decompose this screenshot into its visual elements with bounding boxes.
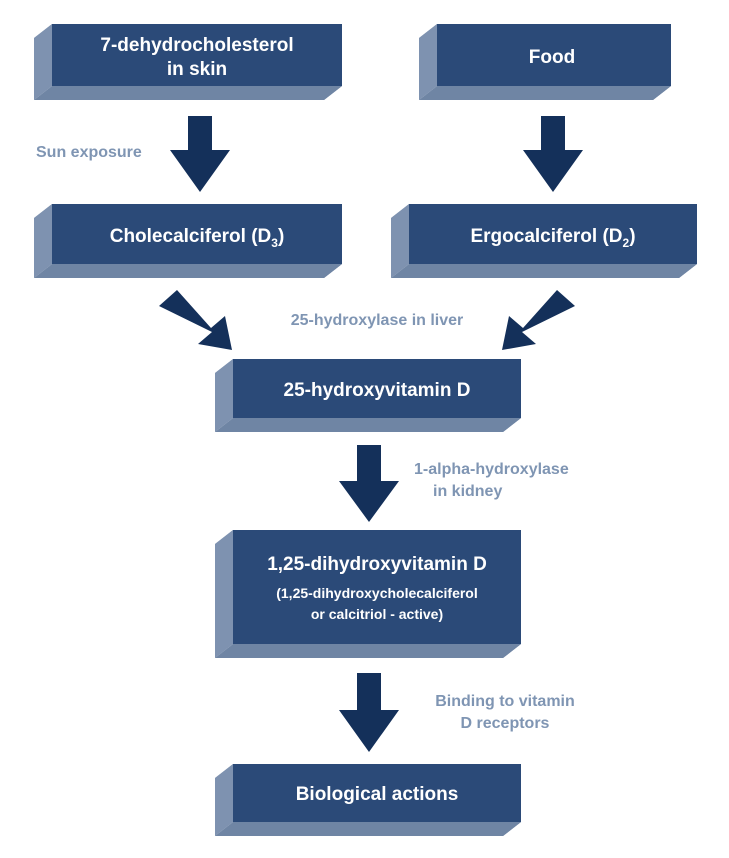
box-cholecalciferol: Cholecalciferol (D3) [34,204,342,278]
label-receptors-line2: D receptors [461,715,550,732]
box-1-25-dihydroxyvitamin-d-label: 1,25-dihydroxyvitamin D [267,554,487,575]
box-1-25-dihydroxyvitamin-d: 1,25-dihydroxyvitamin D (1,25-dihydroxyc… [215,530,521,658]
ergocalciferol-close: ) [629,226,635,247]
arrow-down-right-1 [523,116,583,192]
box-7-dehydrocholesterol: 7-dehydrocholesterol in skin [34,24,342,100]
box-food-label: Food [529,47,575,68]
box-7-dehydrocholesterol-line1: 7-dehydrocholesterol [100,35,293,56]
ergocalciferol-subscript: 2 [623,236,630,250]
arrow-diagonal-right [502,290,575,350]
box-1-25-dihydroxyvitamin-d-note-line1: (1,25-dihydroxycholecalciferol [276,585,478,601]
label-kidney-line2: in kidney [433,483,502,500]
cholecalciferol-subscript: 3 [271,236,278,250]
label-kidney-line1: 1-alpha-hydroxylase [414,461,569,478]
label-liver-enzyme: 25-hydroxylase in liver [291,312,464,329]
cholecalciferol-close: ) [278,226,284,247]
cholecalciferol-text: Cholecalciferol (D [110,226,272,247]
box-7-dehydrocholesterol-line2: in skin [167,59,227,80]
box-biological-actions-label: Biological actions [296,784,459,805]
box-25-hydroxyvitamin-d: 25-hydroxyvitamin D [215,359,521,432]
box-food: Food [419,24,671,100]
box-1-25-dihydroxyvitamin-d-note-line2: or calcitriol - active) [311,606,443,622]
ergocalciferol-text: Ergocalciferol (D [470,226,622,247]
arrow-down-left-1 [170,116,230,192]
label-sun-exposure: Sun exposure [36,144,142,161]
box-cholecalciferol-label: Cholecalciferol (D3) [110,226,285,250]
label-receptors-line1: Binding to vitamin [435,693,575,710]
arrow-down-kidney [339,445,399,522]
arrow-down-receptors [339,673,399,752]
box-ergocalciferol: Ergocalciferol (D2) [391,204,697,278]
box-ergocalciferol-label: Ergocalciferol (D2) [470,226,635,250]
box-biological-actions: Biological actions [215,764,521,836]
box-25-hydroxyvitamin-d-label: 25-hydroxyvitamin D [284,380,471,401]
arrow-diagonal-left [159,290,232,350]
